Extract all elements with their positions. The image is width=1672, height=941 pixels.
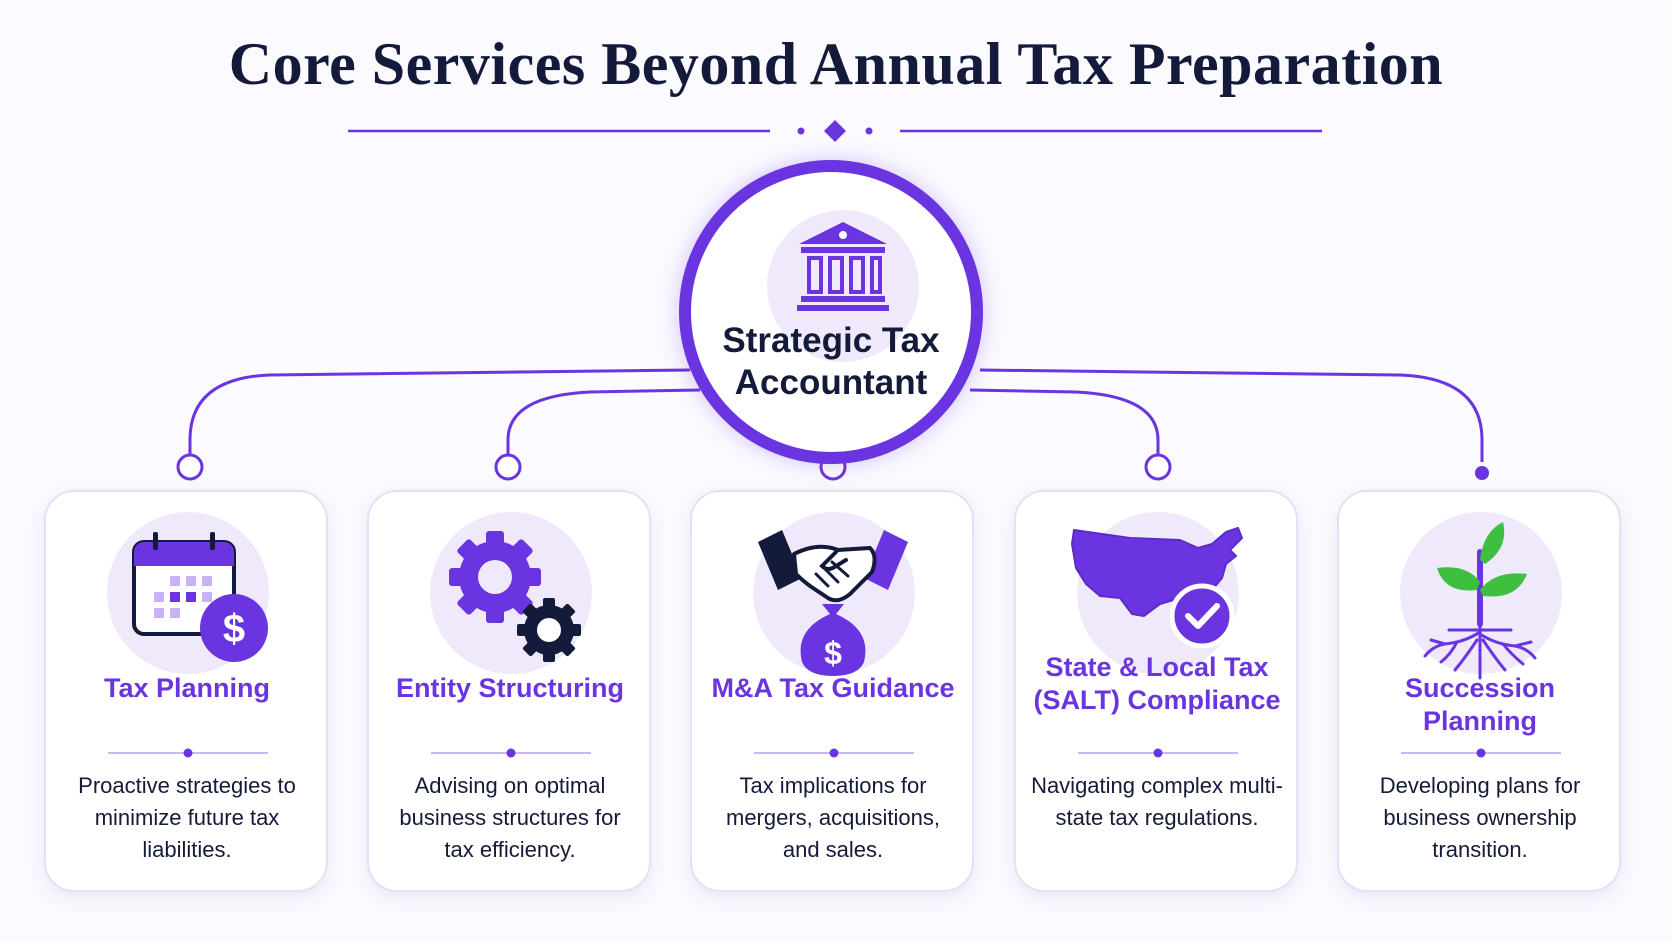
hub-label-line1: Strategic Tax xyxy=(722,321,940,360)
title-divider xyxy=(348,120,1322,142)
service-title: Tax Planning xyxy=(103,673,271,703)
title-rule xyxy=(1401,748,1561,758)
service-description: Developing plans for business ownership … xyxy=(1379,773,1581,862)
service-title: State & Local Tax (SALT) Compliance xyxy=(1033,652,1281,715)
service-title: Succession Planning xyxy=(1404,673,1556,736)
service-description: Proactive strategies to minimize future … xyxy=(78,773,296,862)
sprout-roots-icon xyxy=(1423,522,1537,680)
service-card-succession-planning: Succession Planning Developing plans for… xyxy=(1337,490,1621,892)
service-card-ma-tax-guidance: $ M&A Tax Guidance Tax implications for … xyxy=(690,490,974,892)
hub-circle: Strategic Tax Accountant xyxy=(679,160,983,464)
gears-icon xyxy=(449,531,581,662)
page-title: Core Services Beyond Annual Tax Preparat… xyxy=(228,31,1444,97)
service-title: Entity Structuring xyxy=(396,673,624,703)
service-description: Advising on optimal business structures … xyxy=(399,773,621,862)
service-card-tax-planning: $ Tax Planning Proactive strategies to m… xyxy=(44,490,328,892)
bank-building-icon xyxy=(797,222,889,311)
service-description: Navigating complex multi-state tax regul… xyxy=(1031,773,1283,830)
hub-label: Strategic Tax Accountant xyxy=(691,320,971,404)
service-card-entity-structuring: Entity Structuring Advising on optimal b… xyxy=(367,490,651,892)
hub-label-line2: Accountant xyxy=(734,363,928,402)
calendar-dollar-icon: $ xyxy=(132,532,268,662)
us-map-check-icon xyxy=(1071,527,1243,649)
title-rule xyxy=(1078,748,1238,758)
handshake-moneybag-icon: $ xyxy=(758,530,908,676)
title-rule xyxy=(754,748,914,758)
svg-text:$: $ xyxy=(223,607,245,651)
service-description: Tax implications for mergers, acquisitio… xyxy=(726,773,940,862)
service-card-salt-compliance: State & Local Tax (SALT) Compliance Navi… xyxy=(1014,490,1298,892)
title-rule xyxy=(431,748,591,758)
service-title: M&A Tax Guidance xyxy=(711,673,955,703)
title-rule xyxy=(108,748,268,758)
svg-text:$: $ xyxy=(824,635,842,671)
